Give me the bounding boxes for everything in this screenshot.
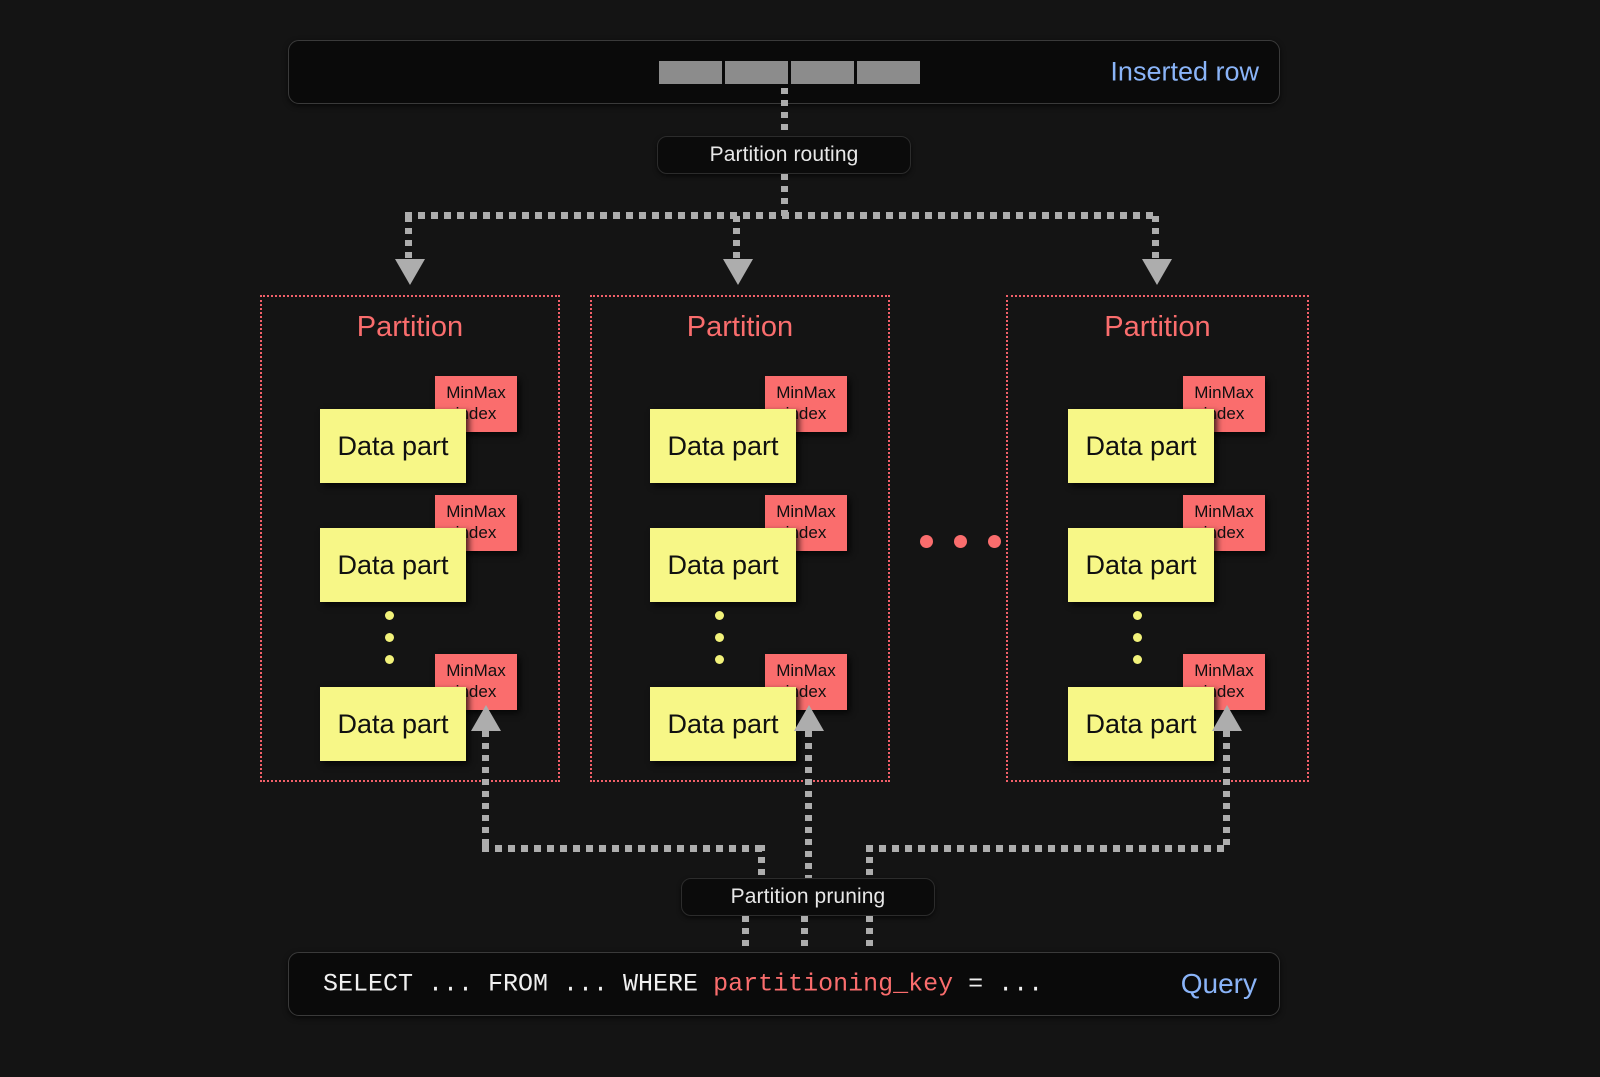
minmax-line-1: MinMax (446, 502, 506, 522)
minmax-line-1: MinMax (446, 661, 506, 681)
partition-title: Partition (686, 311, 794, 343)
ellipsis-dot (1133, 611, 1142, 620)
data-part-group: MinMax index Data part (1068, 654, 1274, 764)
arrow-up-icon (471, 705, 501, 731)
connector-routing-to-bus (781, 174, 788, 216)
arrow-down-icon (1142, 259, 1172, 285)
partition-pruning-label: Partition pruning (730, 885, 886, 908)
data-part-group: MinMax index Data part (650, 654, 856, 764)
data-part-box: Data part (1068, 687, 1214, 761)
minmax-line-1: MinMax (1194, 502, 1254, 522)
ellipsis-dot (920, 535, 933, 548)
ellipsis-dot (1133, 655, 1142, 664)
connector-bus-drop-1 (405, 216, 412, 264)
data-part-group: MinMax index Data part (320, 654, 526, 764)
ellipsis-dot (385, 611, 394, 620)
data-part-box: Data part (650, 528, 796, 602)
query-text: SELECT ... FROM ... WHERE partitioning_k… (323, 970, 1043, 999)
row-cell (857, 61, 920, 84)
connector-pruning-to-query-2 (801, 916, 808, 952)
minmax-line-1: MinMax (446, 383, 506, 403)
ellipsis-dot (385, 655, 394, 664)
ellipsis-dot (954, 535, 967, 548)
query-panel: SELECT ... FROM ... WHERE partitioning_k… (288, 952, 1280, 1016)
arrow-down-icon (723, 259, 753, 285)
minmax-line-1: MinMax (1194, 383, 1254, 403)
data-part-box: Data part (320, 687, 466, 761)
inserted-row-label: Inserted row (1110, 56, 1259, 87)
partitions-ellipsis (920, 535, 1001, 548)
partition-box-2: Partition MinMax index Data part MinMax … (590, 295, 890, 782)
query-partitioning-key: partitioning_key (713, 969, 954, 999)
partition-routing-label: Partition routing (709, 143, 859, 166)
data-part-box: Data part (320, 528, 466, 602)
query-suffix: = ... (953, 969, 1044, 999)
data-part-group: MinMax index Data part (650, 376, 856, 486)
data-part-group: MinMax index Data part (320, 495, 526, 605)
connector-pruning-to-query-1 (742, 916, 749, 952)
minmax-line-1: MinMax (776, 661, 836, 681)
arrow-up-icon (1212, 705, 1242, 731)
connector-bus-drop-2 (733, 216, 740, 264)
arrow-down-icon (395, 259, 425, 285)
minmax-line-1: MinMax (776, 502, 836, 522)
connector-routing-bus (405, 212, 1159, 219)
connector-pruning-to-query-3 (866, 916, 873, 952)
data-part-box: Data part (320, 409, 466, 483)
partition-box-3: Partition MinMax index Data part MinMax … (1006, 295, 1309, 782)
query-prefix: SELECT ... FROM ... WHERE (323, 969, 714, 999)
data-part-group: MinMax index Data part (1068, 495, 1274, 605)
query-label: Query (1180, 968, 1257, 999)
row-cell (659, 61, 722, 84)
connector-prune-bus-right (866, 845, 1230, 852)
data-part-box: Data part (650, 687, 796, 761)
connector-prune-riser-1 (482, 731, 489, 849)
partition-box-1: Partition MinMax index Data part MinMax … (260, 295, 560, 782)
data-part-group: MinMax index Data part (1068, 376, 1274, 486)
data-part-group: MinMax index Data part (320, 376, 526, 486)
data-part-ellipsis (385, 611, 394, 677)
partition-title: Partition (1104, 311, 1211, 343)
inserted-row-panel: Inserted row (288, 40, 1280, 104)
connector-prune-riser-3 (1223, 731, 1230, 849)
data-part-group: MinMax index Data part (650, 495, 856, 605)
ellipsis-dot (385, 633, 394, 642)
inserted-row-cells (659, 61, 920, 84)
connector-prune-drop-1 (758, 845, 765, 878)
connector-prune-drop-3 (866, 845, 873, 878)
ellipsis-dot (715, 655, 724, 664)
minmax-line-1: MinMax (1194, 661, 1254, 681)
data-part-box: Data part (1068, 528, 1214, 602)
connector-row-to-routing (781, 88, 788, 136)
ellipsis-dot (1133, 633, 1142, 642)
partition-routing-box: Partition routing (657, 136, 911, 174)
ellipsis-dot (988, 535, 1001, 548)
data-part-box: Data part (1068, 409, 1214, 483)
partition-title: Partition (356, 311, 464, 343)
data-part-ellipsis (715, 611, 724, 677)
row-cell (791, 61, 854, 84)
row-cell (725, 61, 788, 84)
connector-prune-bus-left (482, 845, 765, 852)
ellipsis-dot (715, 633, 724, 642)
data-part-ellipsis (1133, 611, 1142, 677)
data-part-box: Data part (650, 409, 796, 483)
partition-pruning-box: Partition pruning (681, 878, 935, 916)
minmax-line-1: MinMax (776, 383, 836, 403)
ellipsis-dot (715, 611, 724, 620)
arrow-up-icon (794, 705, 824, 731)
connector-bus-drop-3 (1152, 216, 1159, 264)
connector-prune-riser-2 (805, 731, 812, 878)
